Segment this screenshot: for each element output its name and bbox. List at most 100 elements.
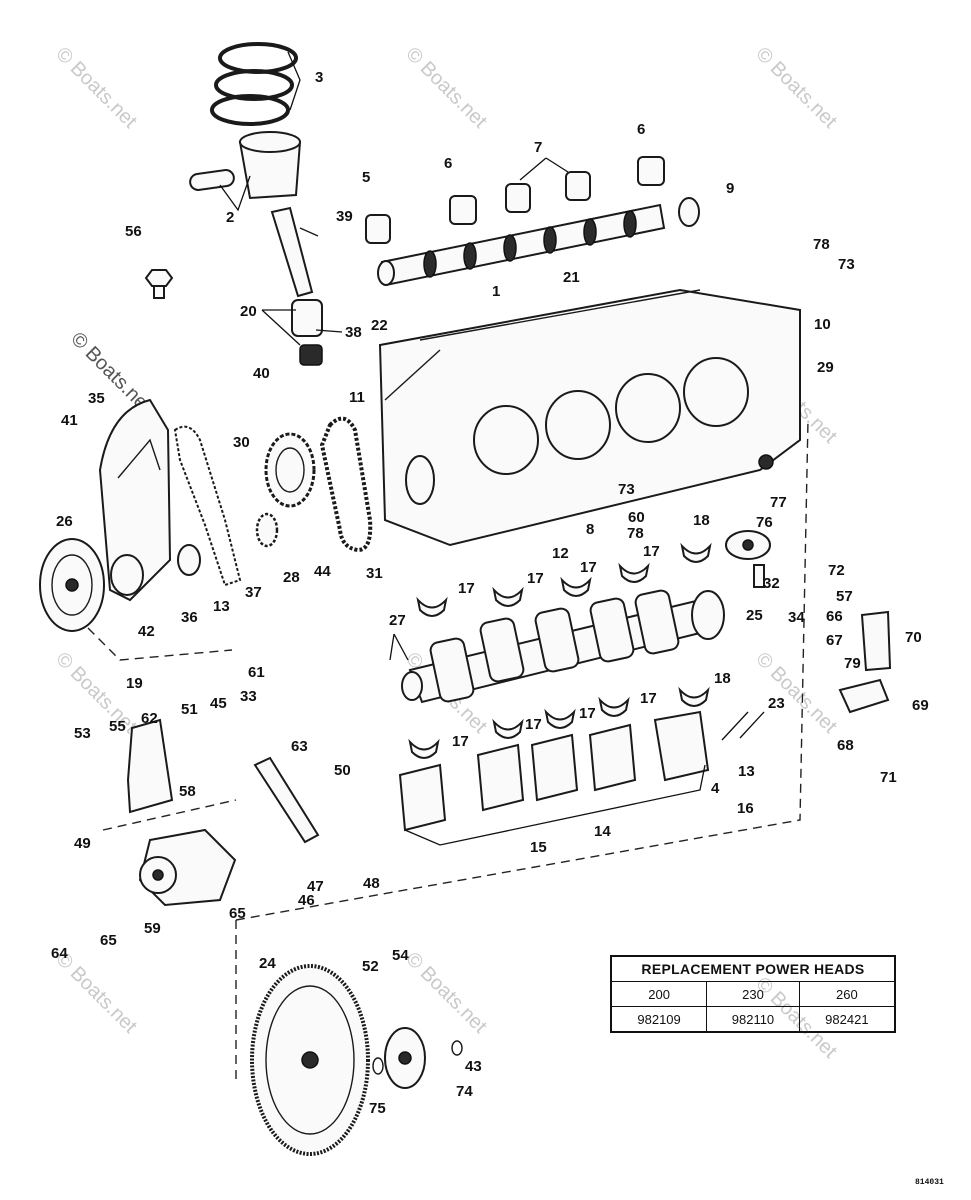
callout-73: 73 (838, 256, 855, 273)
callout-11: 11 (349, 389, 365, 406)
plug-56-drawing (144, 269, 174, 299)
callout-52: 52 (362, 958, 379, 975)
callout-72: 72 (828, 562, 845, 579)
callout-65: 65 (100, 932, 117, 949)
callout-78: 78 (813, 236, 830, 253)
callout-55: 55 (109, 718, 126, 735)
piston-drawing (189, 131, 302, 200)
callout-23: 23 (768, 695, 785, 712)
callout-31: 31 (366, 565, 383, 582)
watermark: © Boats.net (51, 648, 141, 738)
callout-46: 46 (298, 892, 315, 909)
callout-15: 15 (530, 839, 547, 856)
callout-60: 60 (628, 509, 645, 526)
callout-6: 6 (444, 155, 452, 172)
callout-40: 40 (253, 365, 270, 382)
callout-53: 53 (74, 725, 91, 742)
callout-17h: 17 (640, 690, 657, 707)
table-cell: 260 (798, 981, 896, 1007)
callout-10: 10 (814, 316, 831, 333)
callout-17f: 17 (525, 716, 542, 733)
callout-73b: 73 (618, 481, 635, 498)
leader-lines (219, 51, 765, 741)
callout-17d: 17 (643, 543, 660, 560)
callout-69: 69 (912, 697, 929, 714)
callout-43: 43 (465, 1058, 482, 1075)
callout-37: 37 (245, 584, 262, 601)
callout-45: 45 (210, 695, 227, 712)
callout-7: 7 (534, 139, 542, 156)
callout-17c: 17 (580, 559, 597, 576)
gasket-drawing (173, 425, 242, 587)
callout-18b: 18 (714, 670, 731, 687)
table-row: 200 230 260 (610, 981, 896, 1007)
callout-61: 61 (248, 664, 265, 681)
callout-30: 30 (233, 434, 250, 451)
callout-71: 71 (880, 769, 897, 786)
callout-4: 4 (711, 780, 720, 797)
bracket-drawing (126, 718, 174, 814)
callout-20: 20 (240, 303, 257, 320)
harmonic-balancer-drawing (39, 538, 105, 632)
watermark: © Boats.net (401, 43, 491, 133)
callout-28: 28 (283, 569, 300, 586)
connecting-rod-drawing (270, 206, 323, 366)
callout-44: 44 (314, 563, 331, 580)
callout-19: 19 (126, 675, 143, 692)
flywheel-drawing (250, 964, 370, 1156)
callout-14: 14 (594, 823, 611, 840)
watermark: © Boats.net (751, 43, 841, 133)
washer-43-drawing (451, 1040, 463, 1056)
callout-74: 74 (456, 1083, 473, 1100)
callout-59: 59 (144, 920, 161, 937)
callout-48: 48 (363, 875, 380, 892)
callout-17e: 17 (452, 733, 469, 750)
callout-65b: 65 (229, 905, 246, 922)
cylinder-block-drawing (378, 288, 801, 547)
table-cell: 982109 (610, 1006, 708, 1033)
table-header-row: REPLACEMENT POWER HEADS (610, 955, 896, 982)
callout-38: 38 (345, 324, 362, 341)
callout-76: 76 (756, 514, 773, 531)
callout-39: 39 (336, 208, 353, 225)
callout-67: 67 (826, 632, 843, 649)
callout-68: 68 (837, 737, 854, 754)
oil-pump-drawing (725, 530, 771, 588)
callout-47: 47 (307, 878, 324, 895)
callout-79: 79 (844, 655, 861, 672)
callout-54: 54 (392, 947, 409, 964)
filter-adapter-drawing (838, 610, 892, 714)
table-cell: 230 (706, 981, 800, 1007)
callout-35: 35 (88, 390, 105, 407)
watermark: © Boats.net (51, 43, 141, 133)
table-cell: 982110 (706, 1006, 800, 1033)
main-bearing-shells-drawing (408, 542, 712, 759)
callout-3: 3 (315, 69, 323, 86)
part-callouts: 1 2 3 4 5 6 6 7 8 9 10 11 12 13 13 14 15… (51, 69, 929, 1117)
callout-56: 56 (125, 223, 142, 240)
callout-8: 8 (586, 521, 594, 538)
watermark: © Boats.net (751, 648, 841, 738)
callout-77: 77 (770, 494, 787, 511)
assembly-lines (87, 419, 809, 1085)
piston-rings-drawing (210, 42, 298, 126)
seal-drawing (177, 544, 201, 576)
callout-5: 5 (362, 169, 370, 186)
document-code: 814031 (915, 1178, 944, 1187)
callout-41: 41 (61, 412, 78, 429)
callout-51: 51 (181, 701, 198, 718)
table-row: 982109 982110 982421 (610, 1006, 896, 1033)
callout-1: 1 (492, 283, 500, 300)
adjusting-strap-drawing (253, 756, 320, 844)
water-pump-drawing (138, 828, 237, 907)
crank-sprocket-drawing (255, 512, 279, 548)
main-bearing-caps-drawing (398, 710, 710, 832)
ring-75-drawing (372, 1057, 384, 1075)
callout-17a: 17 (458, 580, 475, 597)
callout-57: 57 (836, 588, 853, 605)
table-cell: 982421 (798, 1006, 896, 1033)
callout-34: 34 (788, 609, 805, 626)
callout-25: 25 (746, 607, 763, 624)
callout-16: 16 (737, 800, 754, 817)
